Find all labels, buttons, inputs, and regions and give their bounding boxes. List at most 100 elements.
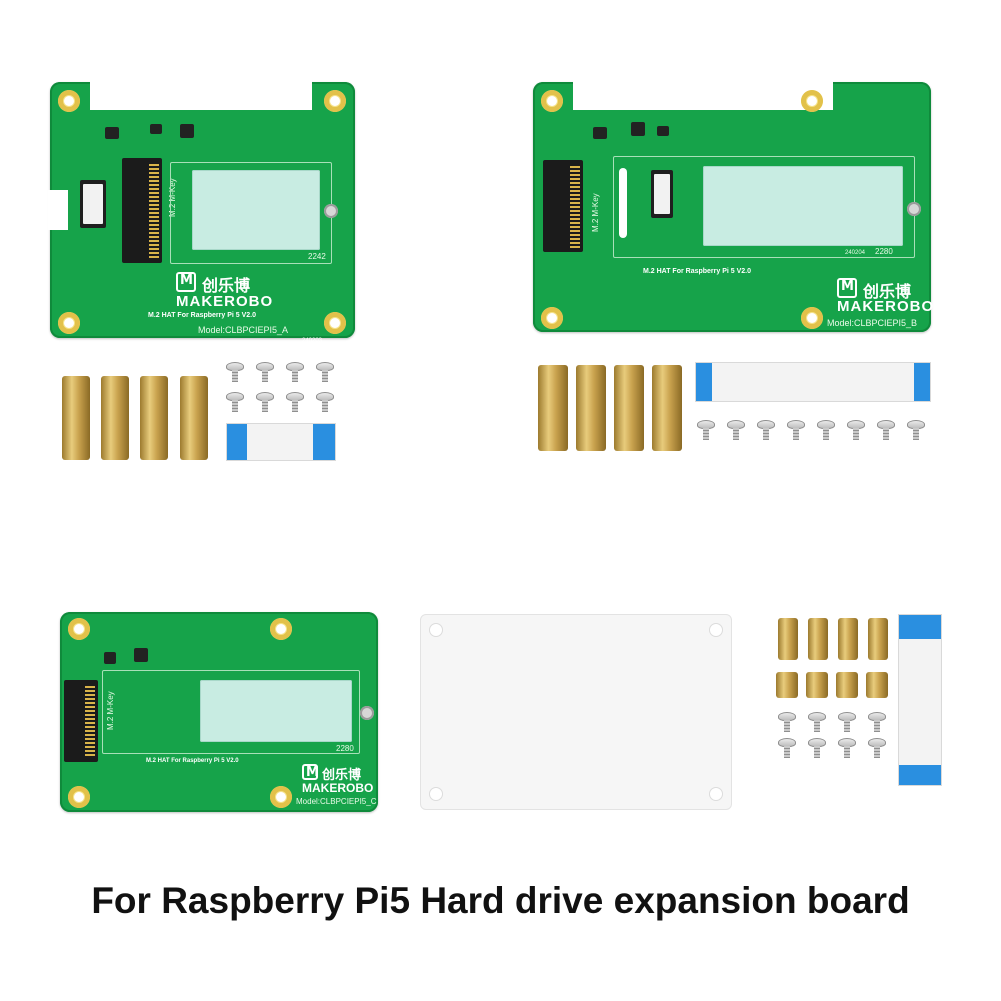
brass-standoff [62, 376, 90, 460]
brass-standoff [140, 376, 168, 460]
brass-standoff [808, 618, 828, 660]
size-label: 2242 [308, 252, 326, 261]
screw [256, 362, 274, 382]
cable-tab [914, 363, 930, 401]
board-cutout-left [48, 190, 68, 230]
ssd-frame [102, 670, 360, 754]
chip [134, 648, 148, 662]
screw [256, 392, 274, 412]
ribbon-cable [226, 423, 336, 461]
screw [787, 420, 805, 440]
acrylic-hole [429, 623, 443, 637]
brass-nut [806, 672, 828, 698]
brand-name: MAKEROBO [302, 781, 374, 795]
screw [907, 420, 925, 440]
pcb-board-c: M.2 M-Key 2280 M.2 HAT For Raspberry Pi … [60, 612, 378, 812]
slot-cutout [619, 168, 627, 238]
standoff-screw [907, 202, 921, 216]
brass-nut [866, 672, 888, 698]
screw [697, 420, 715, 440]
standoff-screw [324, 204, 338, 218]
ssd-area [703, 166, 903, 246]
chip [657, 126, 669, 136]
brand-logo-icon [176, 272, 196, 292]
slot-pins [570, 164, 580, 248]
ribbon-cable [898, 614, 942, 786]
chip [150, 124, 162, 134]
m2-slot [122, 158, 162, 263]
slot-pins [85, 684, 95, 758]
model-label: Model:CLBPCIEPI5_B [827, 318, 918, 328]
brass-nut [836, 672, 858, 698]
mount-hole [270, 786, 292, 808]
caption: For Raspberry Pi5 Hard drive expansion b… [91, 880, 910, 921]
brass-standoff [778, 618, 798, 660]
size-label: 2280 [875, 247, 893, 256]
ssd-area [200, 680, 352, 742]
brass-standoff [538, 365, 568, 451]
screw [868, 712, 886, 732]
cable-tab [313, 424, 335, 460]
screw [778, 738, 796, 758]
mount-hole [68, 786, 90, 808]
brand-name: MAKEROBO [176, 293, 274, 310]
brass-standoff [614, 365, 644, 451]
chip [104, 652, 116, 664]
cable-tab [696, 363, 712, 401]
mount-hole [324, 90, 346, 112]
m2-slot [543, 160, 583, 252]
acrylic-hole [429, 787, 443, 801]
mount-hole [58, 312, 80, 334]
chip [105, 127, 119, 139]
brass-standoff [576, 365, 606, 451]
mount-hole [541, 90, 563, 112]
board-code: 240203 [302, 338, 323, 344]
brand-cn: 创乐博 [202, 278, 251, 295]
product-label: M.2 HAT For Raspberry Pi 5 V2.0 [148, 312, 257, 319]
screw [838, 738, 856, 758]
m2-slot [64, 680, 98, 762]
slot-label: M.2 M-Key [591, 193, 600, 232]
chip [631, 122, 645, 136]
screw [226, 362, 244, 382]
fpc-connector [651, 170, 673, 218]
pcb-board-a: M.2 M-Key 2242 创乐博 MAKEROBO M.2 HAT For … [48, 80, 355, 344]
pcb-board-b: M.2 M-Key 240204 2280 M.2 HAT For Raspbe… [533, 80, 935, 332]
brass-standoff [652, 365, 682, 451]
board-code: 240204 [845, 250, 866, 256]
standoff-screw [360, 706, 374, 720]
board-cutout [90, 80, 312, 110]
mount-hole [324, 312, 346, 334]
screw [808, 712, 826, 732]
ssd-area [192, 170, 320, 250]
screw [316, 392, 334, 412]
screw [877, 420, 895, 440]
screw [778, 712, 796, 732]
cable-tab [899, 765, 941, 785]
brass-nut [776, 672, 798, 698]
brand-logo-icon [837, 278, 857, 298]
brand-cn: 创乐博 [863, 284, 912, 301]
screw [286, 392, 304, 412]
brass-standoff [868, 618, 888, 660]
mount-hole [270, 618, 292, 640]
board-cutout [573, 80, 833, 110]
screw [316, 362, 334, 382]
brand-name: MAKEROBO [837, 298, 935, 315]
cable-tab [227, 424, 247, 460]
screw [808, 738, 826, 758]
screw [757, 420, 775, 440]
brand-logo-icon [302, 764, 319, 780]
mount-hole [541, 307, 563, 329]
slot-pins [149, 162, 159, 259]
brass-standoff [838, 618, 858, 660]
model-label: Model:CLBPCIEPI5_C [296, 797, 377, 806]
mount-hole [58, 90, 80, 112]
screw [847, 420, 865, 440]
screw [868, 738, 886, 758]
mount-hole [801, 307, 823, 329]
ribbon-cable [695, 362, 931, 402]
acrylic-plate [420, 614, 732, 810]
product-label: M.2 HAT For Raspberry Pi 5 V2.0 [146, 758, 239, 764]
product-label: M.2 HAT For Raspberry Pi 5 V2.0 [643, 268, 752, 275]
